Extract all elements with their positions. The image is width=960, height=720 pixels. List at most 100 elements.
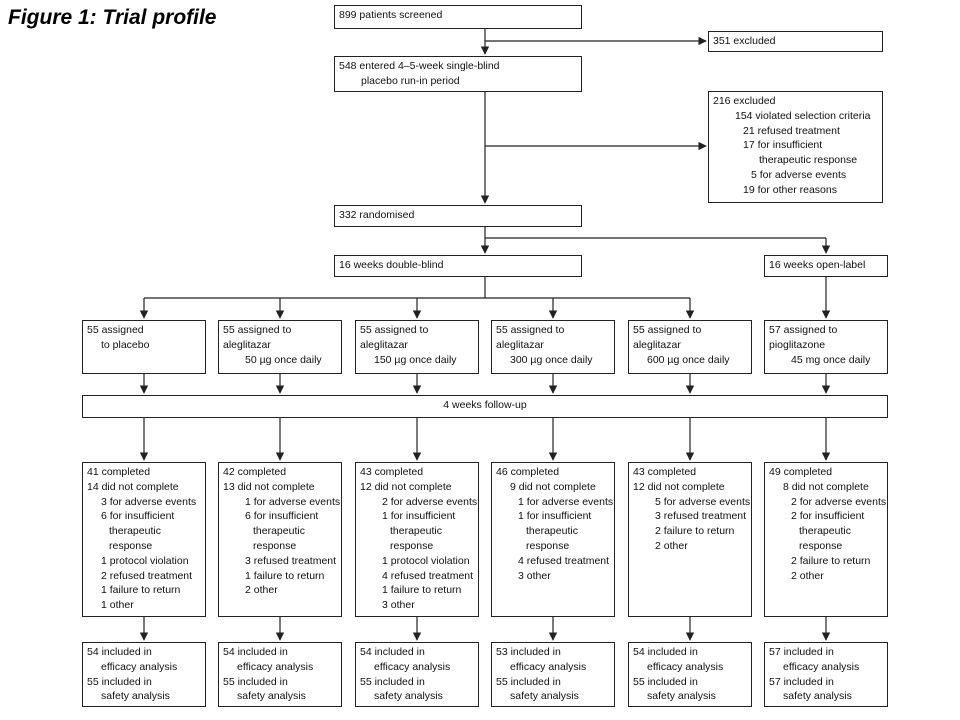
double-blind-text: 16 weeks double-blind <box>339 259 444 271</box>
outcome-line: 2 for insufficient <box>791 510 865 523</box>
assigned-line: 300 µg once daily <box>510 353 593 366</box>
outcome-line: 2 other <box>655 539 688 552</box>
analysis-line: 55 included in <box>360 675 425 688</box>
assigned-line: 55 assigned to <box>496 324 565 336</box>
figure-title: Figure 1: Trial profile <box>8 6 217 29</box>
analysis-line: 57 included in <box>769 675 834 688</box>
excluded-2-reason: 21 refused treatment <box>743 124 840 137</box>
analysis-line: 53 included in <box>496 646 561 658</box>
outcome-line: 1 other <box>101 599 134 612</box>
open-label-box: 16 weeks open-label <box>764 255 888 277</box>
outcome-line: 12 did not complete <box>360 480 452 493</box>
analysis-line: 55 included in <box>87 675 152 688</box>
outcome-line: 2 other <box>245 584 278 597</box>
analysis-line: efficacy analysis <box>374 660 451 673</box>
outcome-line: 46 completed <box>496 466 560 478</box>
assigned-line: 55 assigned to <box>223 324 292 336</box>
assigned-line: to placebo <box>101 338 150 351</box>
analysis-line: 54 included in <box>87 646 152 658</box>
assigned-line: 600 µg once daily <box>647 353 730 366</box>
analysis-line: safety analysis <box>783 690 852 703</box>
analysis-line: 54 included in <box>633 646 698 658</box>
arm-1-assigned-box: 55 assigned to placebo <box>82 320 206 374</box>
assigned-line: 55 assigned to <box>633 324 702 336</box>
arm-2-assigned-box: 55 assigned to aleglitazar 50 µg once da… <box>218 320 342 374</box>
assigned-line: aleglitazar <box>223 338 271 351</box>
excluded-2-reason: 19 for other reasons <box>743 183 837 196</box>
run-in-line-1: 548 entered 4–5-week single-blind <box>339 60 500 72</box>
arm-5-outcome-box: 43 completed 12 did not complete 5 for a… <box>628 462 752 617</box>
arm-2-outcome-box: 42 completed 13 did not complete 1 for a… <box>218 462 342 617</box>
excluded-2-total: 216 excluded <box>713 95 776 107</box>
outcome-line: 2 other <box>791 569 824 582</box>
outcome-line: 1 for insufficient <box>382 510 456 523</box>
assigned-line: 55 assigned <box>87 324 144 336</box>
screened-box: 899 patients screened <box>334 5 582 29</box>
outcome-line: response <box>390 539 434 552</box>
outcome-line: 4 refused treatment <box>382 569 474 582</box>
assigned-line: aleglitazar <box>496 338 544 351</box>
outcome-line: 6 for insufficient <box>245 510 319 523</box>
outcome-line: 2 refused treatment <box>101 569 193 582</box>
arm-2-analysis-box: 54 included in efficacy analysis 55 incl… <box>218 642 342 707</box>
analysis-line: efficacy analysis <box>647 660 724 673</box>
analysis-line: efficacy analysis <box>783 660 860 673</box>
follow-up-text: 4 weeks follow-up <box>443 399 527 411</box>
analysis-line: 55 included in <box>496 675 561 688</box>
follow-up-box: 4 weeks follow-up <box>82 395 888 418</box>
outcome-line: 5 for adverse events <box>655 495 751 508</box>
analysis-line: 57 included in <box>769 646 834 658</box>
outcome-line: 49 completed <box>769 466 833 478</box>
randomised-box: 332 randomised <box>334 205 582 227</box>
assigned-line: 57 assigned to <box>769 324 838 336</box>
outcome-line: 14 did not complete <box>87 480 179 493</box>
analysis-line: safety analysis <box>374 690 443 703</box>
arm-4-assigned-box: 55 assigned to aleglitazar 300 µg once d… <box>491 320 615 374</box>
assigned-line: aleglitazar <box>633 338 681 351</box>
outcome-line: 3 refused treatment <box>655 510 747 523</box>
excluded-2-reason: 17 for insufficient <box>743 139 823 152</box>
outcome-line: response <box>526 539 570 552</box>
outcome-line: 1 failure to return <box>382 584 462 597</box>
outcome-line: 1 failure to return <box>101 584 181 597</box>
outcome-line: response <box>253 539 297 552</box>
outcome-line: 2 for adverse events <box>382 495 478 508</box>
arm-1-analysis-box: 54 included in efficacy analysis 55 incl… <box>82 642 206 707</box>
outcome-line: therapeutic <box>390 525 442 538</box>
analysis-line: safety analysis <box>101 690 170 703</box>
double-blind-box: 16 weeks double-blind <box>334 255 582 277</box>
outcome-line: 43 completed <box>633 466 697 478</box>
assigned-line: aleglitazar <box>360 338 408 351</box>
excluded-2-reason: therapeutic response <box>759 154 858 167</box>
outcome-line: 6 for insufficient <box>101 510 175 523</box>
analysis-line: efficacy analysis <box>237 660 314 673</box>
outcome-line: 1 for adverse events <box>518 495 614 508</box>
outcome-line: 12 did not complete <box>633 480 725 493</box>
randomised-text: 332 randomised <box>339 209 415 221</box>
outcome-line: 2 for adverse events <box>791 495 887 508</box>
outcome-line: 2 failure to return <box>791 554 871 567</box>
run-in-line-2: placebo run-in period <box>361 74 460 87</box>
analysis-line: safety analysis <box>237 690 306 703</box>
outcome-line: 1 for insufficient <box>518 510 592 523</box>
excluded-1-text: 351 excluded <box>713 35 776 47</box>
excluded-1-box: 351 excluded <box>708 31 883 52</box>
analysis-line: 55 included in <box>223 675 288 688</box>
arm-5-assigned-box: 55 assigned to aleglitazar 600 µg once d… <box>628 320 752 374</box>
arm-6-analysis-box: 57 included in efficacy analysis 57 incl… <box>764 642 888 707</box>
outcome-line: 8 did not complete <box>783 480 869 493</box>
outcome-line: 1 for adverse events <box>245 495 341 508</box>
assigned-line: 45 mg once daily <box>791 353 871 366</box>
analysis-line: 54 included in <box>223 646 288 658</box>
outcome-line: 3 other <box>518 569 551 582</box>
excluded-2-box: 216 excluded 154 violated selection crit… <box>708 91 883 203</box>
arm-3-analysis-box: 54 included in efficacy analysis 55 incl… <box>355 642 479 707</box>
outcome-line: 2 failure to return <box>655 525 735 538</box>
outcome-line: 3 other <box>382 599 415 612</box>
open-label-text: 16 weeks open-label <box>769 259 866 271</box>
arm-4-analysis-box: 53 included in efficacy analysis 55 incl… <box>491 642 615 707</box>
outcome-line: 3 for adverse events <box>101 495 197 508</box>
outcome-line: 1 protocol violation <box>101 554 189 567</box>
arm-1-outcome-box: 41 completed 14 did not complete 3 for a… <box>82 462 206 617</box>
